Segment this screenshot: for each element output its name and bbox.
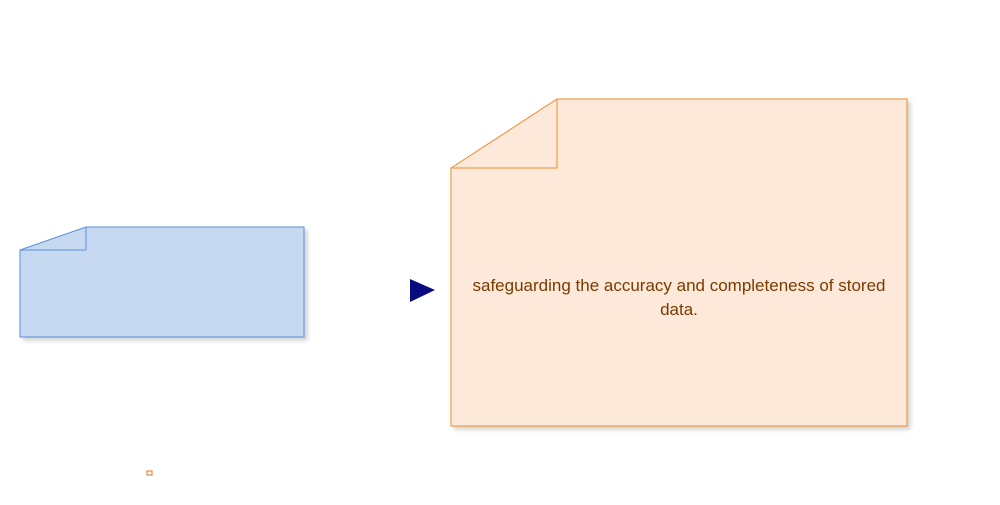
small-marker	[146, 470, 153, 476]
target-note-text: safeguarding the accuracy and completene…	[472, 276, 886, 319]
source-note[interactable]	[19, 226, 305, 338]
folded-corner	[451, 99, 558, 169]
arrowhead-icon	[410, 279, 435, 302]
dashed-arrow[interactable]	[327, 279, 435, 302]
folded-corner	[20, 227, 87, 251]
target-note[interactable]	[450, 98, 908, 427]
